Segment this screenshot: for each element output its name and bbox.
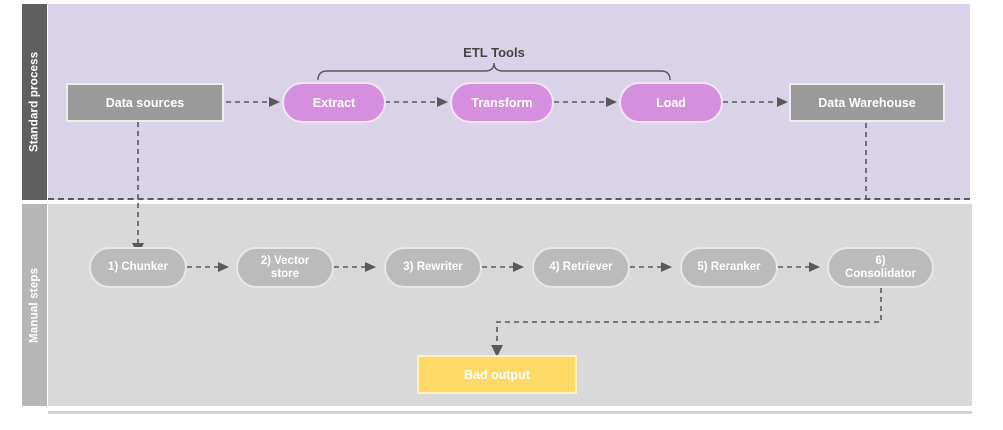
node-extract[interactable]: Extract	[282, 82, 386, 123]
node-step-consolidator-line2: Consolidator	[845, 267, 916, 280]
node-step-chunker[interactable]: 1) Chunker	[89, 247, 187, 288]
lane-label-manual-steps: Manual steps	[22, 204, 47, 406]
lane-label-standard-process: Standard process	[22, 4, 47, 200]
node-data-sources[interactable]: Data sources	[66, 83, 224, 122]
node-step-vector-store[interactable]: 2) Vector store	[236, 247, 334, 288]
bottom-divider	[48, 411, 972, 414]
node-bad-output[interactable]: Bad output	[417, 355, 577, 394]
node-step-retriever[interactable]: 4) Retriever	[532, 247, 630, 288]
node-load[interactable]: Load	[619, 82, 723, 123]
node-transform[interactable]: Transform	[450, 82, 554, 123]
etl-tools-label: ETL Tools	[463, 45, 525, 60]
node-step-vector-store-line1: 2) Vector	[260, 254, 310, 267]
node-step-vector-store-line2: store	[270, 267, 300, 280]
node-step-consolidator-line1: 6)	[875, 254, 886, 267]
node-step-consolidator[interactable]: 6) Consolidator	[827, 247, 934, 288]
node-data-warehouse[interactable]: Data Warehouse	[789, 83, 945, 122]
node-step-reranker[interactable]: 5) Reranker	[680, 247, 778, 288]
node-step-rewriter[interactable]: 3) Rewriter	[384, 247, 482, 288]
